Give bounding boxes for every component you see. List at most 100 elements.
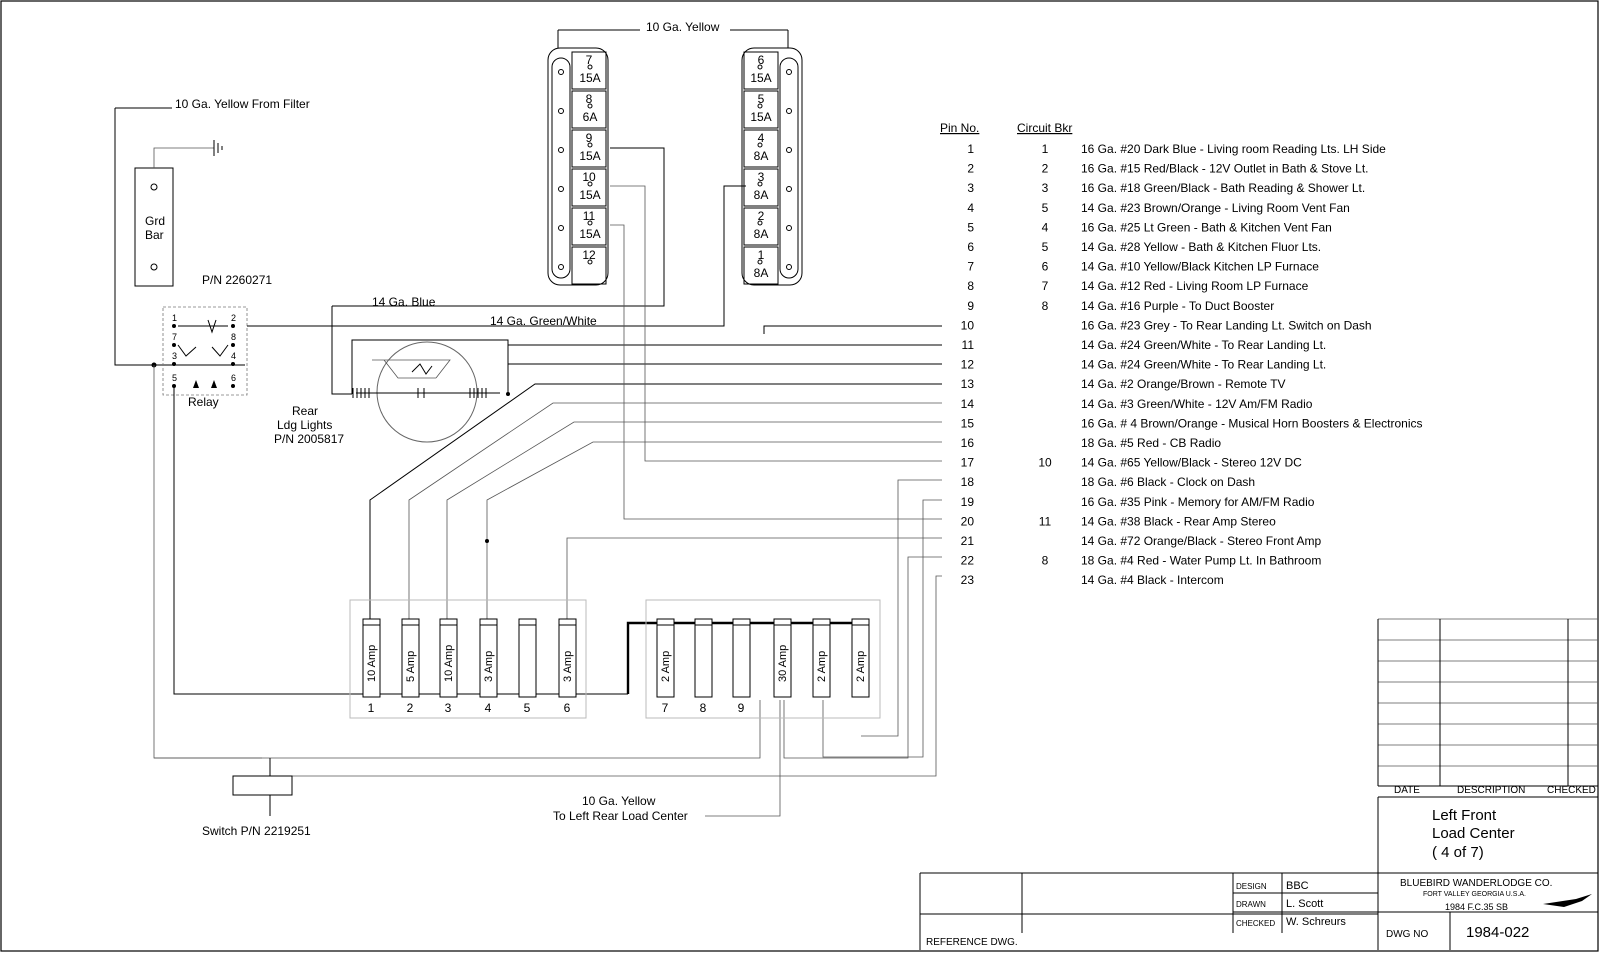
fuse-2: 8 — [694, 618, 713, 715]
switch-body — [232, 775, 293, 796]
pin-number: 20 — [961, 514, 975, 528]
rev-description-header: DESCRIPTION — [1457, 785, 1525, 796]
fuse-amp-rating: 5 Amp — [405, 651, 417, 682]
breaker-left-2 — [571, 129, 607, 168]
breaker-right-0 — [743, 51, 779, 90]
fuse-amp-rating: 2 Amp — [660, 651, 672, 682]
breaker-amp: 15A — [579, 149, 600, 163]
pin-number: 15 — [961, 416, 975, 430]
circuit-breaker: 10 — [1038, 456, 1052, 470]
wire-description: 14 Ga. #28 Yellow - Bath & Kitchen Fluor… — [1081, 240, 1321, 254]
wire-description: 14 Ga. #12 Red - Living Room LP Furnace — [1081, 279, 1309, 293]
pin-number: 5 — [967, 220, 974, 234]
rear-feed-label-2: To Left Rear Load Center — [553, 809, 688, 823]
pin-number: 16 — [961, 436, 975, 450]
rear-lights-label-1: Rear — [292, 404, 318, 418]
fuse-body — [401, 618, 420, 698]
filter-feed-label: 10 Ga. Yellow From Filter — [175, 97, 310, 111]
pin-number: 23 — [961, 573, 975, 587]
fuse-body — [851, 618, 870, 698]
pin-number: 1 — [967, 142, 974, 156]
circuit-breaker: 2 — [1042, 162, 1049, 176]
rear-feed-label-1: 10 Ga. Yellow — [582, 794, 656, 808]
pin-number: 19 — [961, 495, 975, 509]
pin-number: 3 — [967, 181, 974, 195]
breaker-number: 9 — [586, 131, 593, 145]
wire-description: 14 Ga. #10 Yellow/Black Kitchen LP Furna… — [1081, 260, 1319, 274]
pin-number: 8 — [967, 279, 974, 293]
fuse-position: 9 — [738, 701, 745, 715]
ground-icon — [213, 140, 223, 156]
fuse-6: 2 Amp — [851, 618, 870, 698]
grd-bar-box — [134, 167, 174, 287]
breaker-right-3 — [743, 168, 779, 207]
wire-description: 14 Ga. #3 Green/White - 12V Am/FM Radio — [1081, 397, 1313, 411]
breaker-amp: 8A — [754, 266, 769, 280]
fuse-2: 5 Amp 2 — [401, 618, 420, 715]
breaker-amp: 6A — [583, 110, 598, 124]
harness-wires — [154, 185, 942, 817]
breaker-amp: 8A — [754, 227, 769, 241]
switch-label: Switch P/N 2219251 — [202, 824, 311, 838]
breaker-left-0 — [571, 51, 607, 90]
pin-number: 2 — [967, 162, 974, 176]
breaker-number: 6 — [758, 53, 765, 67]
drawing-title-2: Load Center — [1432, 825, 1515, 842]
breaker-number: 7 — [586, 53, 593, 67]
fuse-block-a-frame — [349, 599, 587, 719]
fuse-position: 6 — [564, 701, 571, 715]
relay-pin-8: 8 — [231, 332, 236, 342]
breaker-number: 10 — [582, 170, 596, 184]
bluebird-logo-icon — [1543, 894, 1592, 907]
circuit-breaker: 7 — [1042, 279, 1049, 293]
wire-description: 14 Ga. #24 Green/White - To Rear Landing… — [1081, 338, 1326, 352]
dwg-no-label: DWG NO — [1386, 929, 1428, 940]
relay-pin-2: 2 — [231, 313, 236, 323]
breaker-left-4 — [571, 207, 607, 246]
circuit-breaker: 4 — [1042, 220, 1049, 234]
landing-light-lamp — [376, 341, 478, 443]
grd-bar-label-1: Grd — [145, 214, 165, 228]
breaker-number: 5 — [758, 92, 765, 106]
fuse-position: 2 — [407, 701, 414, 715]
pin-number: 14 — [961, 397, 975, 411]
lamp-connector-left-icon — [352, 388, 370, 398]
checked-label: CHECKED — [1236, 919, 1275, 928]
fuse-amp-rating: 10 Amp — [366, 645, 378, 682]
pin-row: 19 16 Ga. #35 Pink - Memory for AM/FM Rad… — [961, 495, 1315, 509]
fuse-block-b-frame — [645, 599, 881, 719]
pin-row: 8 7 14 Ga. #12 Red - Living Room LP Furnac… — [967, 279, 1308, 293]
drawn-value: L. Scott — [1286, 898, 1323, 910]
wire-description: 16 Ga. #35 Pink - Memory for AM/FM Radio — [1081, 495, 1315, 509]
switch: Switch P/N 2219251 10 Ga. Yellow To Left… — [202, 758, 688, 838]
wire-description: 14 Ga. #72 Orange/Black - Stereo Front A… — [1081, 534, 1321, 548]
design-label: DESIGN — [1236, 882, 1267, 891]
breaker-right-1 — [743, 90, 779, 129]
circuit-breaker: 5 — [1042, 201, 1049, 215]
ground-bar: 10 Ga. Yellow From Filter Grd Bar — [114, 97, 310, 366]
relay-pin-5: 5 — [172, 373, 177, 383]
relay-box — [162, 306, 248, 396]
breaker-right-5 — [743, 246, 779, 285]
fuse-body — [518, 618, 537, 698]
wire-description: 14 Ga. #2 Orange/Brown - Remote TV — [1081, 377, 1286, 391]
fuse-body — [732, 618, 751, 698]
circuit-breaker: 6 — [1042, 260, 1049, 274]
fuse-amp-rating: 10 Amp — [443, 645, 455, 682]
pin-number: 12 — [961, 358, 975, 372]
fuse-5: 2 Amp — [812, 618, 831, 698]
